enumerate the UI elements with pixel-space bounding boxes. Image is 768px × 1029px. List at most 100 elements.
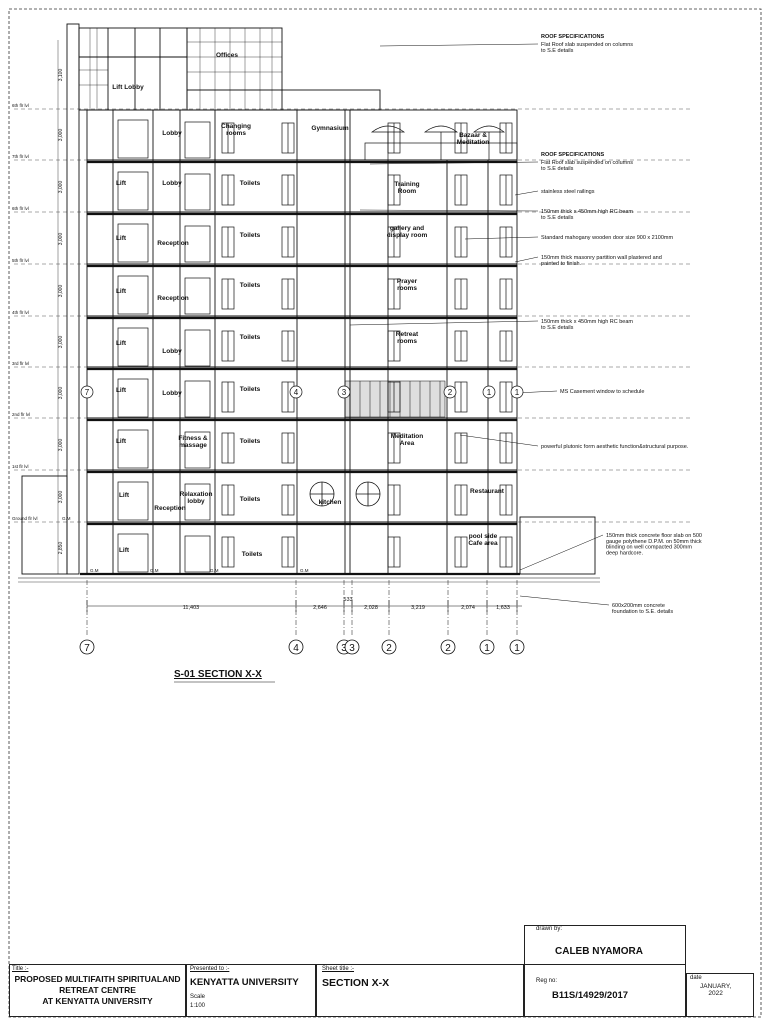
sheet-cell	[316, 964, 524, 1017]
scale-label: Scale	[190, 994, 206, 1000]
annotation-title: ROOF SPECIFICATIONS	[541, 152, 604, 158]
dimension-value: 1,633	[496, 605, 510, 611]
gm-label: G.M	[90, 568, 99, 573]
room-label: Toilets	[240, 438, 261, 445]
window	[184, 225, 211, 263]
date-label: date	[690, 975, 702, 981]
grid-lines	[86, 580, 518, 637]
window	[184, 329, 211, 367]
room-label: Toilets	[240, 180, 261, 187]
dimension-value: 2,074	[461, 605, 475, 611]
level-label: Ground flr lvl	[12, 516, 38, 521]
level-dimension: 3,000	[58, 439, 64, 452]
room-label: Toilets	[240, 496, 261, 503]
presented-value: KENYATTA UNIVERSITY	[190, 977, 299, 988]
level-label: 7th flr lvl	[12, 154, 29, 159]
lift-shaft-door	[117, 327, 149, 367]
reg-cell	[524, 964, 686, 1017]
leader-line	[459, 434, 539, 447]
room-label: Lift	[116, 235, 127, 242]
window	[184, 431, 211, 469]
grid-bubble	[288, 639, 304, 655]
drawing-title: S-01 SECTION X-X	[174, 669, 262, 680]
lift-shaft-door	[117, 533, 149, 573]
window	[184, 483, 211, 521]
room-label: Reception	[154, 505, 185, 512]
grid-bubble-small-label: 1	[515, 388, 520, 397]
sheet-label: Sheet title :-	[322, 966, 355, 972]
presented-label: Presented to :-	[190, 966, 230, 972]
grid-bubble-small-label: 1	[487, 388, 492, 397]
lift-shaft-door	[117, 223, 149, 263]
room-label: Offices	[216, 52, 238, 59]
window	[184, 380, 211, 418]
room-label: Toilets	[240, 232, 261, 239]
room-label: Toilets	[240, 334, 261, 341]
level-dimension: 3,000	[58, 233, 64, 246]
grid-bubble-label: 3	[349, 643, 355, 654]
level-label: 1st flr lvl	[12, 464, 29, 469]
gm-label: G.M	[300, 568, 309, 573]
leader-line	[519, 534, 604, 571]
grid-bubble-small-label: 2	[448, 388, 453, 397]
lift-shaft-door	[117, 429, 149, 469]
sheet-border	[8, 8, 762, 1018]
grid-bubble-small	[289, 385, 303, 399]
room-label: Lift Lobby	[112, 84, 144, 91]
room-label: Lobby	[162, 390, 182, 397]
lift-shaft-door	[117, 481, 149, 521]
scale-value: 1:100	[190, 1003, 206, 1009]
lift-shaft-door	[117, 119, 149, 159]
room-label: Lift	[116, 340, 127, 347]
level-label: 2nd flr lvl	[12, 412, 30, 417]
dimension-value: 2,646	[313, 605, 327, 611]
grid-bubble	[509, 639, 525, 655]
grid-bubble-label: 1	[484, 643, 490, 654]
grid-bubble-small-label: 7	[85, 388, 90, 397]
sheet-value: SECTION X-X	[322, 977, 390, 989]
grid-bubble-label: 3	[341, 643, 347, 654]
drawn-label: drawn by:	[536, 926, 563, 932]
leader-line	[464, 236, 539, 240]
leader-line	[369, 161, 539, 165]
title-value: PROPOSED MULTIFAITH SPIRITUALAND RETREAT…	[14, 974, 181, 1006]
roof-umbrellas	[364, 125, 518, 161]
level-dimension: 2,850	[58, 542, 64, 555]
building-section	[18, 23, 600, 583]
level-label: 3rd flr lvl	[12, 361, 29, 366]
room-label: Fitness &massage	[178, 435, 208, 449]
level-dimension: 3,000	[58, 491, 64, 504]
annotation-text: stainless steel railings	[541, 189, 595, 195]
grid-bubble	[344, 639, 360, 655]
dimension-value: 3,219	[411, 605, 425, 611]
leader-line	[519, 595, 610, 606]
level-dimension: 3,000	[58, 285, 64, 298]
room-label: Restaurant	[470, 488, 505, 495]
window	[184, 535, 211, 573]
level-dimension: 3,000	[58, 129, 64, 142]
annotation-text: powerful plutonic form aesthetic functio…	[541, 444, 689, 450]
gm-label: G.M	[62, 516, 71, 521]
room-label: Lift	[116, 387, 127, 394]
grid-bubble-small-label: 4	[294, 388, 299, 397]
grid-bubble-small	[510, 385, 524, 399]
lift-shaft-door	[117, 378, 149, 418]
lift-shaft-door	[117, 275, 149, 315]
grid-bubble	[79, 639, 95, 655]
room-label: Reception	[157, 240, 188, 247]
dimension-value: 2,028	[364, 605, 378, 611]
level-dimension: 3,000	[58, 336, 64, 349]
level-label: 5th flr lvl	[12, 258, 29, 263]
annotation-title: ROOF SPECIFICATIONS	[541, 34, 604, 40]
grid-bubble-small	[482, 385, 496, 399]
reg-label: Reg no:	[536, 978, 558, 984]
